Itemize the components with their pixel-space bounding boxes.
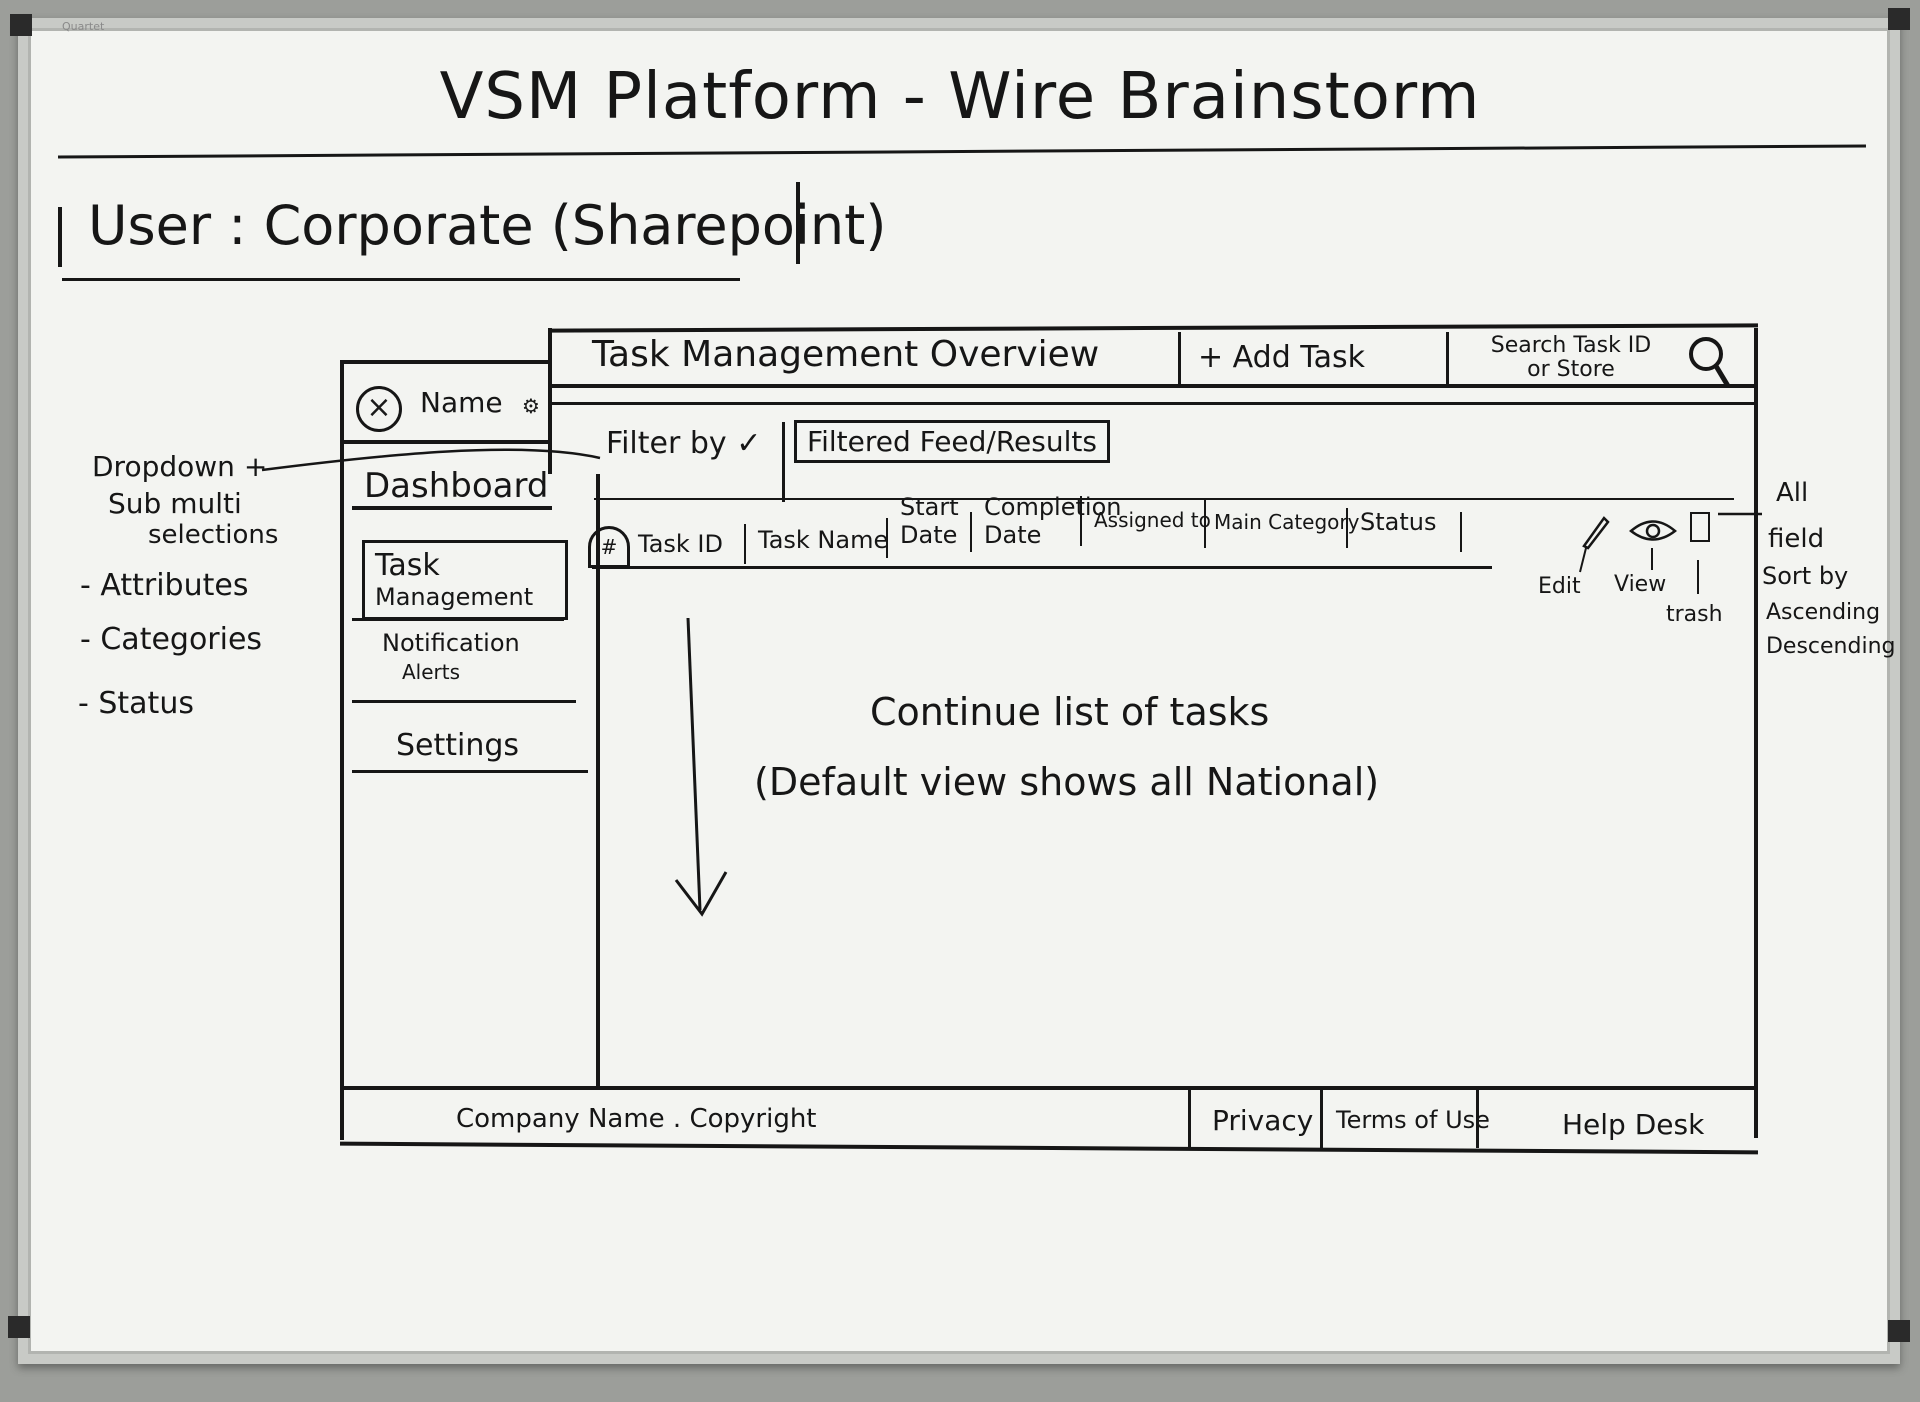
sidebar-item-task-label: Task — [375, 548, 440, 583]
user-label-box: User : Corporate (Sharepoint) — [58, 182, 886, 282]
footer-terms-link[interactable]: Terms of Use — [1336, 1106, 1490, 1134]
sidebar-item-dashboard[interactable]: Dashboard — [364, 466, 549, 506]
column-completion-date[interactable]: Completion Date — [984, 493, 1122, 549]
note-field: field — [1768, 524, 1825, 554]
wireframe: × Name ⚙ Task Management Overview + Add … — [340, 323, 1759, 1155]
note-status: - Status — [78, 686, 194, 721]
board-title: VSM Platform - Wire Brainstorm — [439, 60, 1481, 134]
note-descending: · Descending — [1752, 634, 1896, 659]
user-label: User : Corporate (Sharepoint) — [88, 194, 887, 257]
search-placeholder-line2: or Store — [1527, 357, 1615, 383]
note-attributes: - Attributes — [80, 568, 249, 603]
note-submulti: Sub multi — [108, 487, 242, 520]
sidebar-item-management-label: Management — [375, 582, 534, 611]
action-trash-label: trash — [1666, 602, 1723, 627]
board-corner — [1888, 8, 1910, 30]
action-edit-label: Edit — [1538, 574, 1581, 599]
view-eye-icon[interactable] — [1628, 514, 1678, 552]
column-assigned-to[interactable]: Assigned to — [1094, 508, 1211, 532]
column-start-date[interactable]: Start Date — [900, 493, 959, 549]
column-completion-date-label: Date — [984, 520, 1042, 549]
board-corner — [10, 14, 32, 36]
column-task-id[interactable]: Task ID — [638, 530, 723, 558]
action-view-label: View — [1614, 572, 1667, 597]
search-input[interactable]: Search Task ID or Store — [1456, 333, 1686, 383]
default-view-note: (Default view shows all National) — [754, 760, 1380, 804]
close-circle-icon[interactable]: × — [356, 386, 402, 432]
add-task-button[interactable]: + Add Task — [1198, 340, 1366, 375]
page-title: Task Management Overview — [592, 334, 1100, 375]
profile-name[interactable]: Name — [420, 386, 503, 419]
board-corner — [1888, 1320, 1910, 1342]
task-list-placeholder: Continue list of tasks — [870, 690, 1270, 734]
gear-icon[interactable]: ⚙ — [522, 394, 540, 418]
trash-icon[interactable] — [1690, 512, 1710, 542]
sidebar-item-notification-alerts[interactable]: Notification Alerts — [382, 628, 520, 685]
search-icon[interactable] — [1686, 336, 1731, 388]
column-completion-label: Completion — [984, 493, 1122, 521]
sidebar-item-notification-label: Notification — [382, 629, 520, 657]
filter-by-dropdown[interactable]: Filter by ✓ — [606, 426, 761, 461]
board-brand: Quartet — [62, 20, 105, 33]
footer-privacy-link[interactable]: Privacy — [1212, 1104, 1314, 1137]
column-main-category[interactable]: Main Category — [1214, 510, 1360, 534]
edit-pencil-icon[interactable] — [1580, 514, 1610, 554]
note-categories: - Categories — [80, 622, 263, 657]
sidebar-item-alerts-label: Alerts — [402, 660, 461, 685]
filter-by-label: Filter by — [606, 426, 727, 461]
sidebar-item-task-management[interactable]: Task Management — [362, 540, 568, 621]
sidebar-item-settings[interactable]: Settings — [396, 728, 520, 763]
column-start-label: Start — [900, 493, 959, 521]
whiteboard — [18, 18, 1900, 1364]
chevron-down-icon: ✓ — [736, 426, 762, 461]
column-hash[interactable]: # — [588, 526, 630, 568]
note-all: All — [1776, 478, 1809, 508]
filtered-feed-tag[interactable]: Filtered Feed/Results — [794, 420, 1110, 463]
board-corner — [8, 1316, 30, 1338]
note-dropdown: Dropdown + — [92, 450, 268, 483]
column-start-date-label: Date — [900, 520, 958, 549]
search-placeholder-line1: Search Task ID — [1490, 333, 1652, 358]
footer-copyright: Company Name . Copyright — [456, 1104, 817, 1134]
column-task-name[interactable]: Task Name — [758, 526, 889, 554]
note-ascending: · Ascending — [1752, 600, 1881, 625]
column-status[interactable]: Status — [1360, 508, 1437, 536]
note-selections: selections — [148, 520, 279, 550]
footer-help-desk-link[interactable]: Help Desk — [1562, 1108, 1705, 1141]
note-sort-by: Sort by — [1762, 562, 1849, 590]
